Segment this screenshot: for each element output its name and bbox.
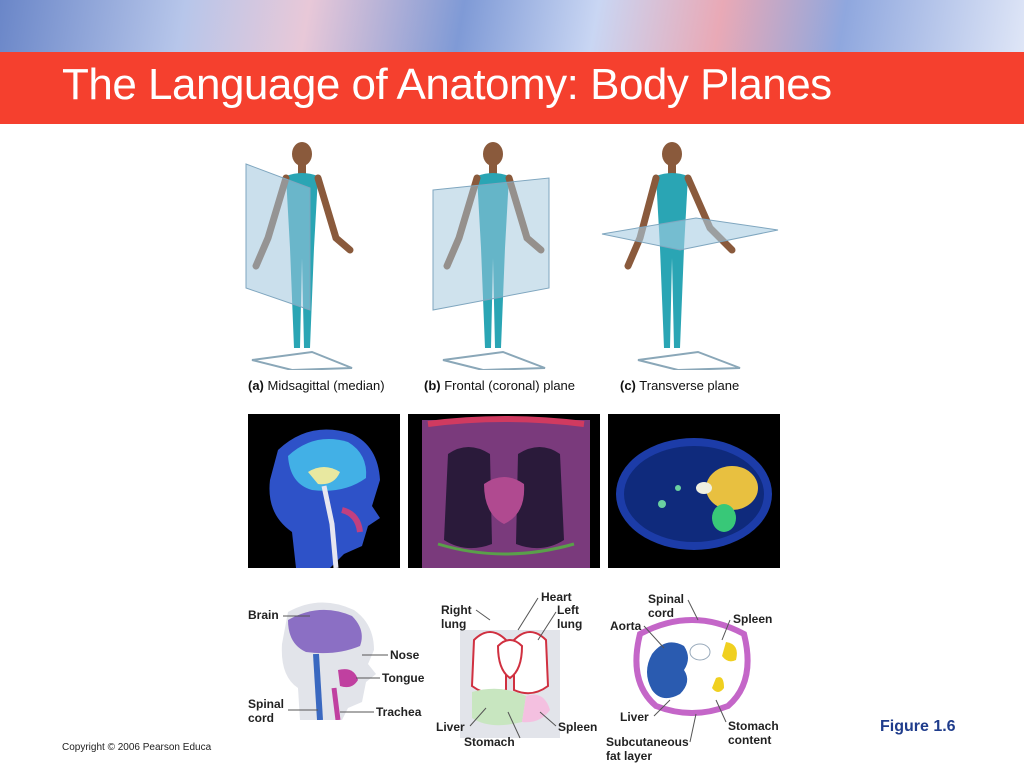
label-spleen-chest: Spleen (558, 720, 598, 734)
caption-b: (b) Frontal (coronal) plane (424, 378, 575, 393)
label-left-lung: Left lung (557, 603, 583, 631)
label-trachea: Trachea (376, 705, 422, 719)
label-tongue: Tongue (382, 671, 425, 685)
label-spleen-abdomen: Spleen (733, 612, 773, 626)
caption-a-letter: (a) (248, 378, 264, 393)
label-liver-chest: Liver (436, 720, 465, 734)
caption-c-text: Transverse plane (639, 378, 740, 393)
figure-number: Figure 1.6 (880, 718, 956, 735)
caption-a: (a) Midsagittal (median) (248, 378, 385, 393)
caption-b-text: Frontal (coronal) plane (444, 378, 576, 393)
mri-frontal (408, 414, 600, 568)
diagram-head-sagittal (281, 602, 376, 720)
label-subcutaneous-fat: Subcutaneous fat layer (606, 735, 689, 763)
label-heart: Heart (541, 590, 572, 604)
label-stomach-chest: Stomach (464, 735, 515, 749)
label-stomach-content: Stomach content (728, 719, 779, 747)
diagram-abdomen-transverse (633, 617, 751, 716)
caption-c-letter: (c) (620, 378, 636, 393)
header-banner (0, 0, 1024, 52)
label-spinal-cord-abdomen: Spinal cord (648, 592, 685, 620)
caption-a-text: Midsagittal (median) (267, 378, 385, 393)
label-right-lung: Right lung (441, 603, 472, 631)
figure-transverse (601, 142, 779, 370)
title-bar (0, 52, 1024, 124)
mri-transverse (608, 414, 780, 568)
label-aorta: Aorta (610, 619, 642, 633)
slide-title: The Language of Anatomy: Body Planes (62, 60, 832, 109)
label-nose: Nose (390, 648, 420, 662)
label-liver-abdomen: Liver (620, 710, 649, 724)
mri-midsagittal (248, 414, 400, 568)
caption-b-letter: (b) (424, 378, 441, 393)
caption-c: (c) Transverse plane (620, 378, 739, 393)
label-brain: Brain (248, 608, 279, 622)
figure-midsagittal (245, 142, 354, 370)
figure-frontal (432, 142, 550, 370)
copyright-notice: Copyright © 2006 Pearson Educa (62, 742, 212, 753)
label-spinal-cord-head: Spinal cord (248, 697, 285, 725)
